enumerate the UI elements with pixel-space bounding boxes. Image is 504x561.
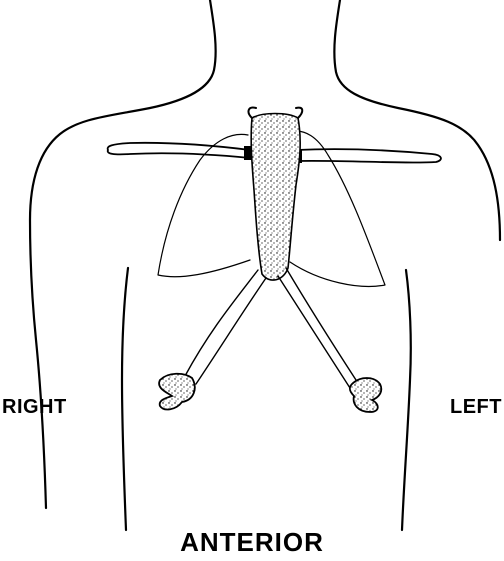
- left-lung: [290, 131, 385, 286]
- right-lung: [158, 134, 250, 276]
- costal-margins: [185, 268, 356, 388]
- right-clavicle: [108, 143, 250, 158]
- view-label: ANTERIOR: [0, 527, 504, 558]
- sternum-top-curl-right: [296, 108, 302, 118]
- sternum: [249, 108, 303, 280]
- sternum-body: [251, 114, 300, 281]
- lower-rib-ends: [159, 374, 381, 412]
- right-costal-margin: [185, 270, 258, 376]
- right-side-label: RIGHT: [2, 396, 67, 419]
- left-costal-margin: [286, 268, 356, 380]
- left-rib-end: [350, 378, 381, 412]
- right-costal-margin-inner: [196, 278, 266, 384]
- left-arm-inner-line: [402, 270, 411, 530]
- right-arm-inner-line: [122, 268, 128, 530]
- left-costal-margin-inner: [278, 276, 350, 388]
- left-side-label: LEFT: [450, 396, 502, 419]
- left-clavicle: [296, 149, 441, 162]
- right-rib-end: [159, 374, 195, 410]
- neck-right-edge: [334, 0, 500, 240]
